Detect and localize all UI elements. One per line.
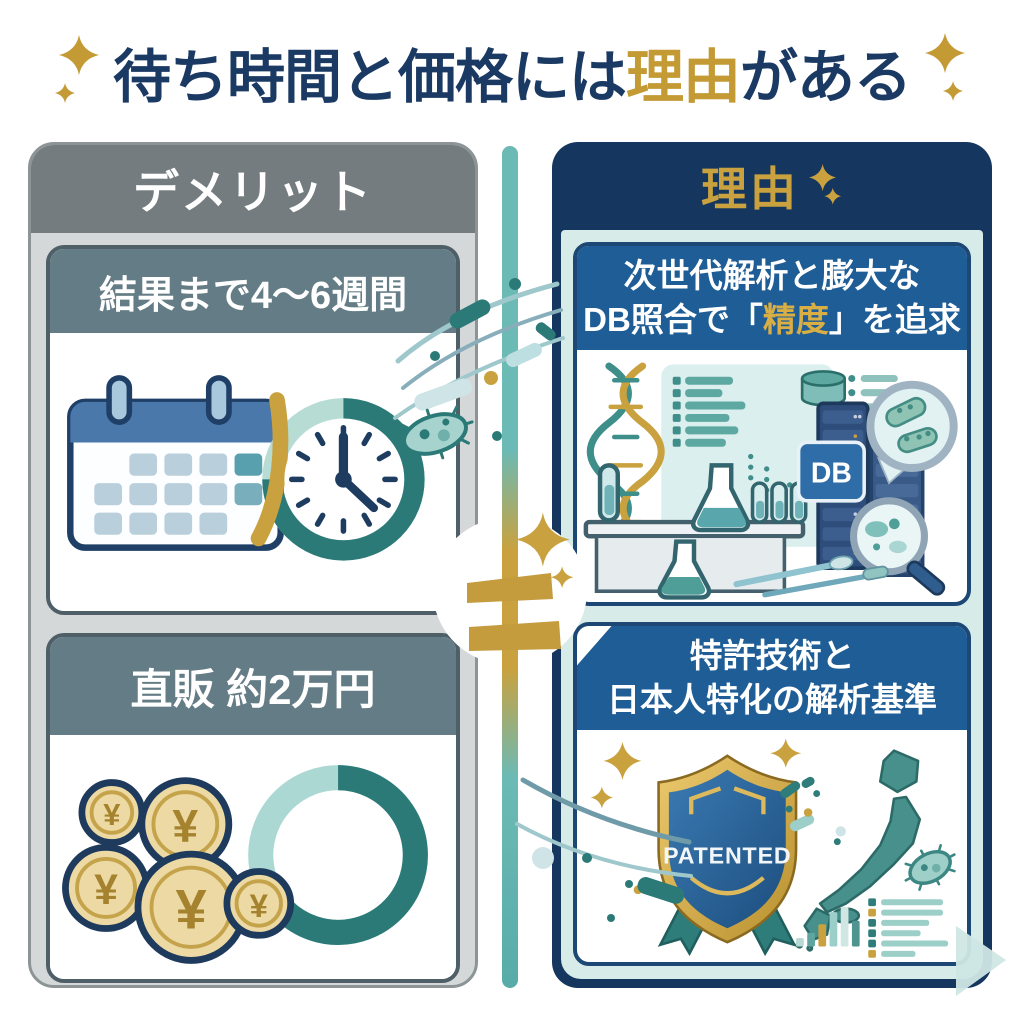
yen-symbol: ¥ [250, 887, 269, 924]
coins-ring-illustration: ¥ ¥ ¥ ¥ ¥ [50, 735, 456, 979]
patent-shield-icon: PATENTED [590, 738, 956, 958]
corner-fold [577, 626, 612, 666]
calendar-clock-illustration [50, 333, 456, 611]
patent-card-title-line1: 特許技術と [689, 637, 855, 674]
japan-map [795, 749, 922, 952]
demerit-panel: デメリット 結果まで4〜6週間 [28, 142, 478, 988]
wait-time-card-header: 結果まで4〜6週間 [50, 249, 456, 333]
sparkle-icon [809, 164, 842, 205]
wait-time-card: 結果まで4〜6週間 [46, 245, 460, 615]
calendar-clock-icon [67, 375, 425, 561]
mini-bar-chart [796, 907, 860, 947]
analysis-line2-pre: DB照合で「 [583, 301, 763, 338]
patent-card: 特許技術と 日本人特化の解析基準 [573, 622, 971, 966]
lab-database-icon: DB [583, 362, 958, 600]
title-pre: 待ち時間と価格には [112, 45, 627, 110]
yen-coins-icon: ¥ ¥ ¥ ¥ ¥ [62, 765, 428, 964]
page-title: 待ち時間と価格には理由がある [112, 30, 912, 114]
analysis-card-title-line1: 次世代解析と膨大な [623, 257, 921, 294]
yen-symbol: ¥ [94, 866, 118, 914]
sparkle-icon [54, 27, 107, 117]
yen-symbol: ¥ [103, 797, 121, 832]
patent-card-title-line2: 日本人特化の解析基準 [607, 681, 937, 718]
wait-time-card-title: 結果まで4〜6週間 [98, 274, 408, 317]
lab-db-illustration: DB [577, 350, 967, 602]
analysis-line2-post: 」を追求 [828, 301, 961, 338]
analysis-card-title-line2: DB照合で「精度」を追求 [583, 298, 961, 342]
demerit-panel-title: デメリット [133, 166, 373, 218]
db-badge-label: DB [811, 457, 852, 489]
analysis-card-header: 次世代解析と膨大な DB照合で「精度」を追求 [577, 246, 967, 350]
reason-panel-title: 理由 [701, 163, 799, 215]
analysis-line2-highlight: 精度 [762, 301, 829, 338]
reason-panel: 理由 次世代解析と膨大な DB照合で「精度」を追求 [552, 142, 992, 988]
demerit-panel-header: デメリット [31, 145, 475, 233]
sparkle-icon [516, 512, 574, 589]
yen-symbol: ¥ [176, 878, 207, 941]
analysis-card: 次世代解析と膨大な DB照合で「精度」を追求 [573, 242, 971, 606]
patent-shield-illustration: PATENTED [577, 730, 967, 962]
price-card-title: 直販 約2万円 [130, 665, 376, 713]
patented-label: PATENTED [663, 842, 791, 868]
demerit-panel-body: 結果まで4〜6週間 [31, 233, 475, 985]
reason-panel-body: 次世代解析と膨大な DB照合で「精度」を追求 [561, 230, 983, 979]
bullet-list [868, 898, 949, 958]
sparkle-icon [917, 27, 969, 117]
price-card-header: 直販 約2万円 [50, 637, 456, 735]
patent-card-header: 特許技術と 日本人特化の解析基準 [577, 626, 967, 730]
price-card: 直販 約2万円 ¥ ¥ ¥ [46, 633, 460, 983]
equals-icon [467, 573, 561, 651]
title-highlight: 理由 [625, 45, 741, 110]
page-title-row: 待ち時間と価格には理由がある [0, 22, 1024, 122]
reason-panel-header: 理由 [552, 142, 992, 230]
title-post: がある [740, 45, 912, 110]
yen-symbol: ¥ [172, 800, 198, 852]
